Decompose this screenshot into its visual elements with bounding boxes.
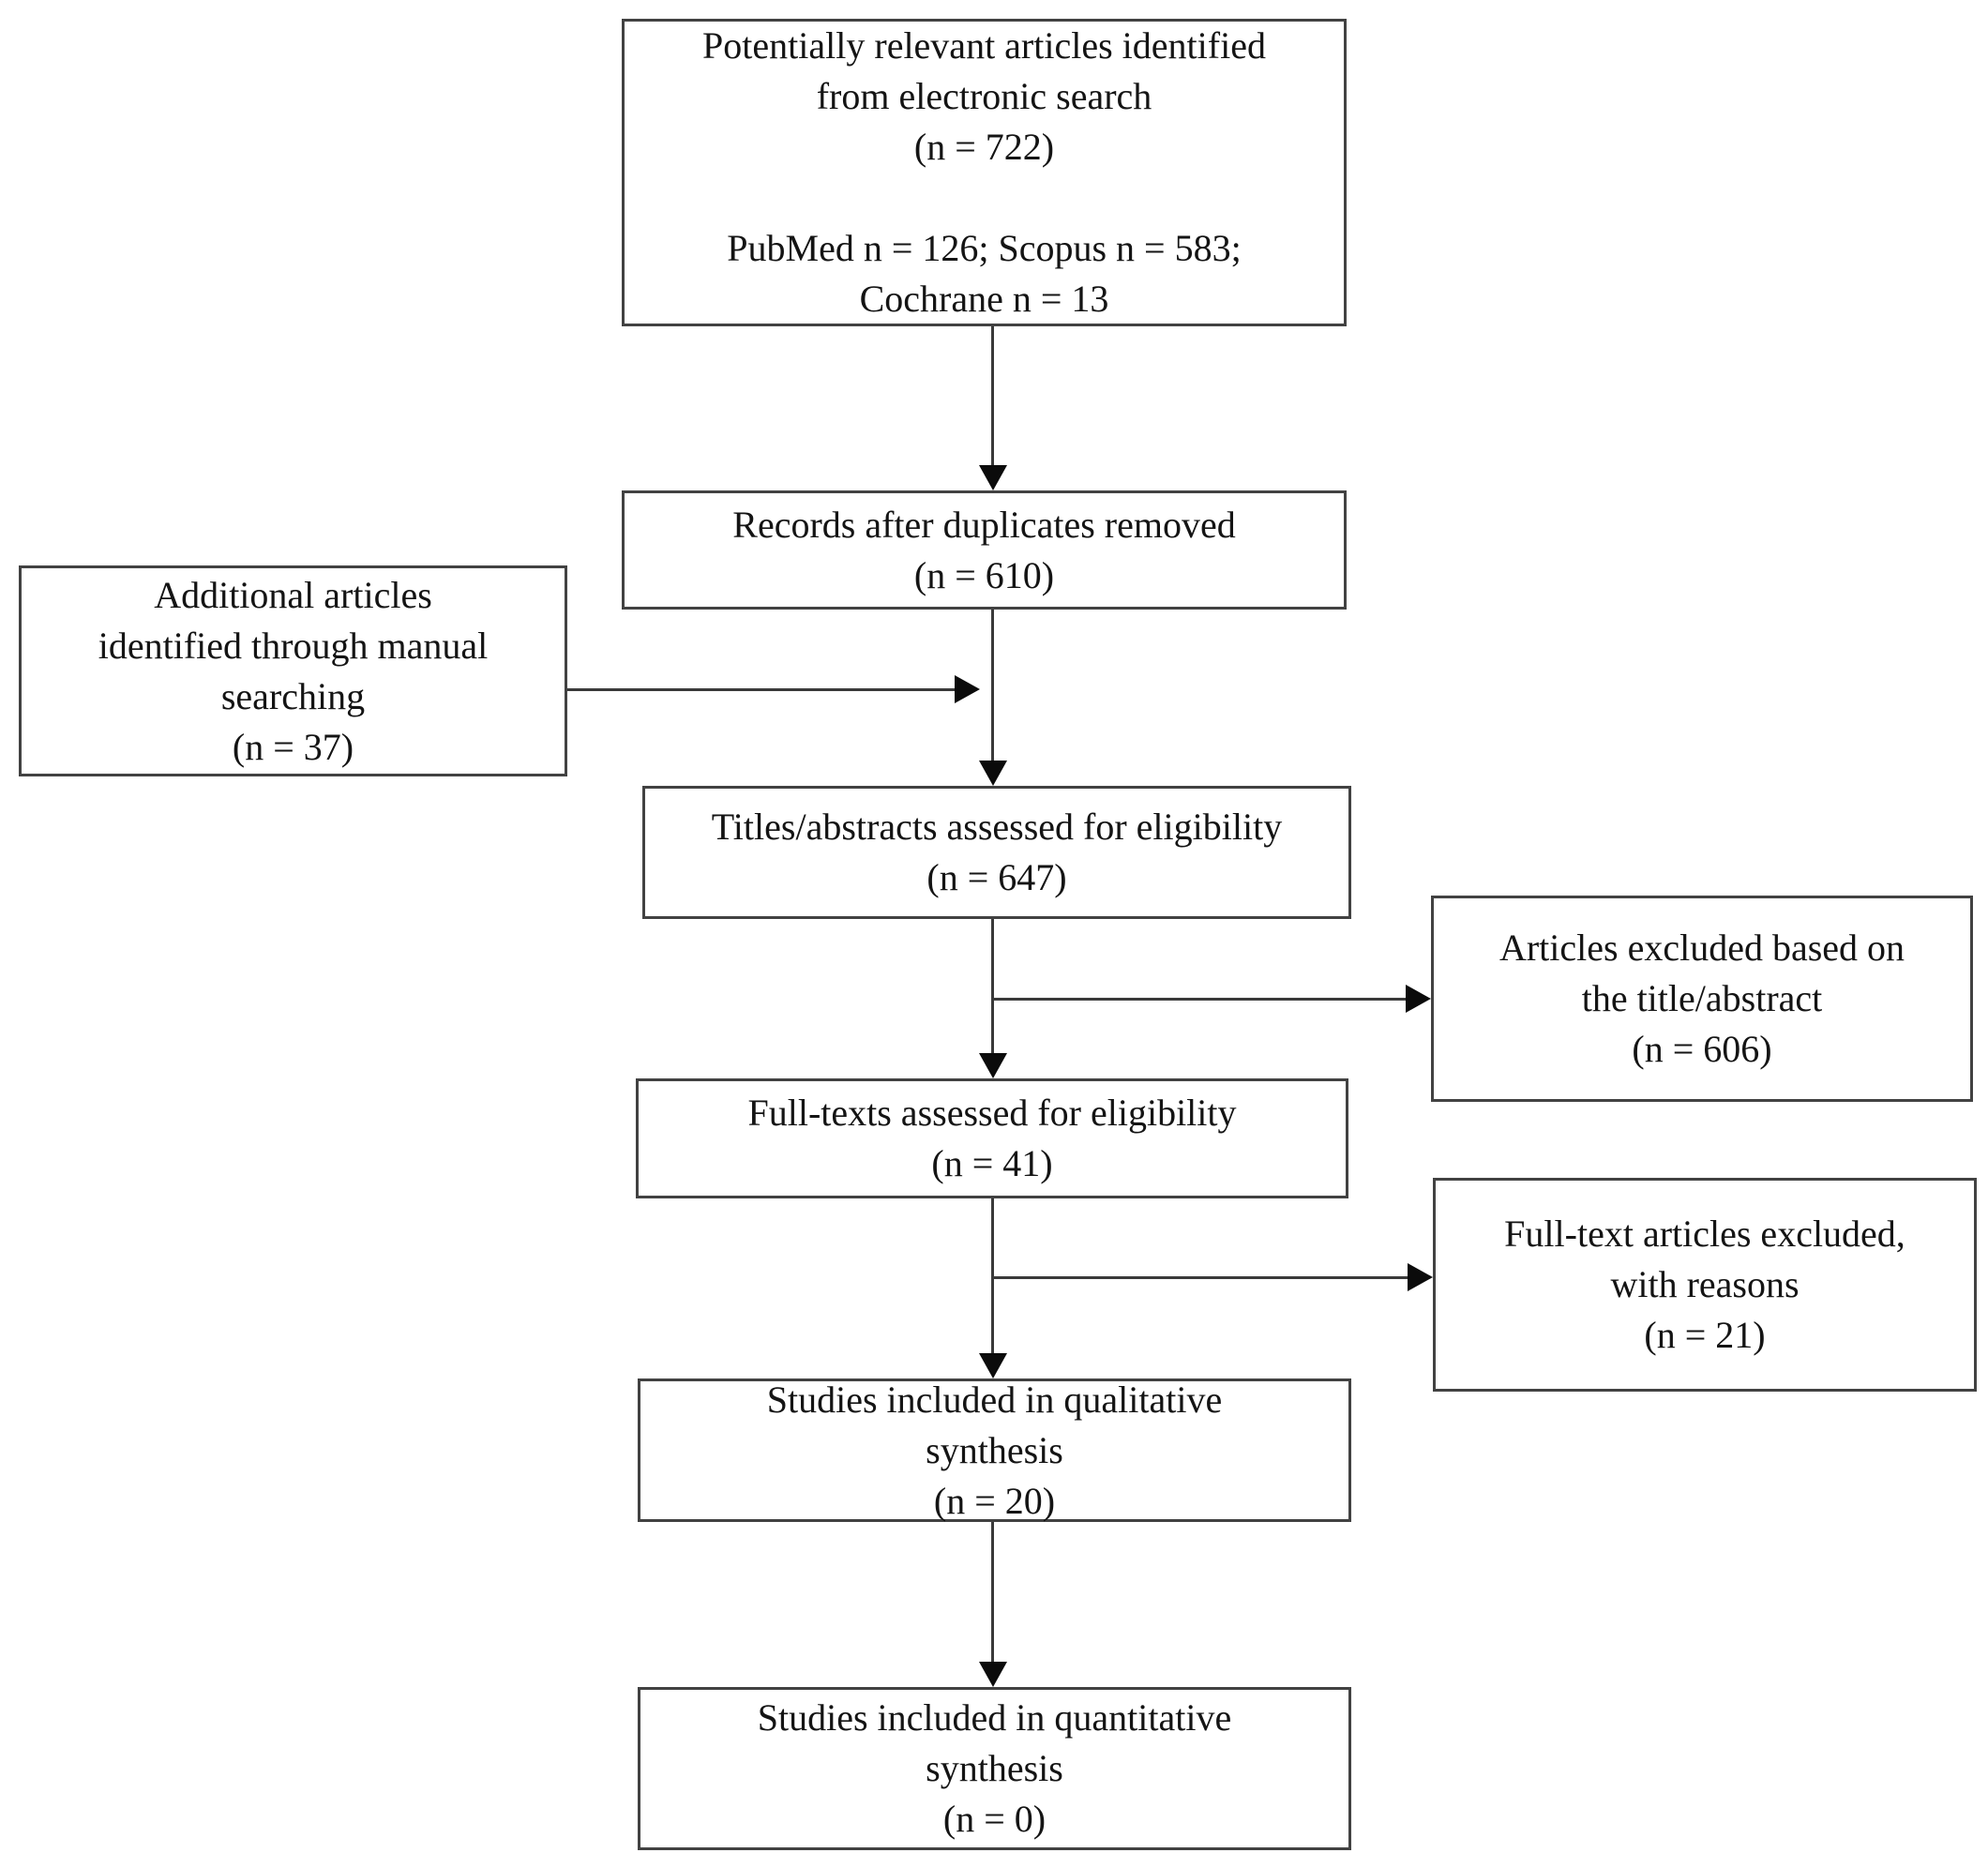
arrowhead-qualitative-to-quantitative xyxy=(979,1662,1007,1687)
branch-titles-to-excluded xyxy=(992,998,1406,1001)
box-titles-abstracts-text: Titles/abstracts assessed for eligibilit… xyxy=(711,806,1283,898)
box-manual-search-text: Additional articles identified through m… xyxy=(98,573,489,768)
arrowhead-fulltexts-to-qualitative xyxy=(979,1353,1007,1378)
connector-duplicates-to-titles xyxy=(991,610,994,762)
box-electronic-search: Potentially relevant articles identified… xyxy=(622,19,1347,326)
connector-search-to-duplicates xyxy=(991,326,994,467)
box-full-texts: Full-texts assessed for eligibility (n =… xyxy=(636,1078,1348,1198)
box-excluded-title-abstract-text: Articles excluded based on the title/abs… xyxy=(1499,926,1905,1070)
arrowhead-search-to-duplicates xyxy=(979,465,1007,490)
connector-qualitative-to-quantitative xyxy=(991,1522,994,1663)
box-excluded-full-text: Full-text articles excluded, with reason… xyxy=(1433,1178,1977,1392)
box-quantitative-synthesis: Studies included in quantitative synthes… xyxy=(638,1687,1351,1850)
arrowhead-manual-to-flow xyxy=(955,675,980,703)
connector-titles-to-fulltexts xyxy=(991,919,994,1055)
connector-manual-to-flow xyxy=(567,688,955,691)
arrowhead-fulltexts-to-excluded xyxy=(1408,1263,1433,1291)
box-duplicates-removed: Records after duplicates removed (n = 61… xyxy=(622,490,1347,610)
branch-fulltexts-to-excluded xyxy=(992,1276,1408,1279)
arrowhead-titles-to-fulltexts xyxy=(979,1053,1007,1078)
box-qualitative-synthesis: Studies included in qualitative synthesi… xyxy=(638,1378,1351,1522)
box-manual-search: Additional articles identified through m… xyxy=(19,565,567,776)
box-excluded-full-text-text: Full-text articles excluded, with reason… xyxy=(1504,1213,1905,1356)
box-qualitative-synthesis-text: Studies included in qualitative synthesi… xyxy=(766,1378,1223,1522)
box-duplicates-removed-text: Records after duplicates removed (n = 61… xyxy=(732,503,1236,596)
arrowhead-duplicates-to-titles xyxy=(979,761,1007,786)
box-excluded-title-abstract: Articles excluded based on the title/abs… xyxy=(1431,896,1973,1102)
box-quantitative-synthesis-text: Studies included in quantitative synthes… xyxy=(757,1696,1232,1840)
box-full-texts-text: Full-texts assessed for eligibility (n =… xyxy=(747,1092,1237,1184)
box-titles-abstracts: Titles/abstracts assessed for eligibilit… xyxy=(642,786,1351,919)
arrowhead-titles-to-excluded xyxy=(1406,985,1431,1013)
box-electronic-search-text: Potentially relevant articles identified… xyxy=(702,24,1266,320)
